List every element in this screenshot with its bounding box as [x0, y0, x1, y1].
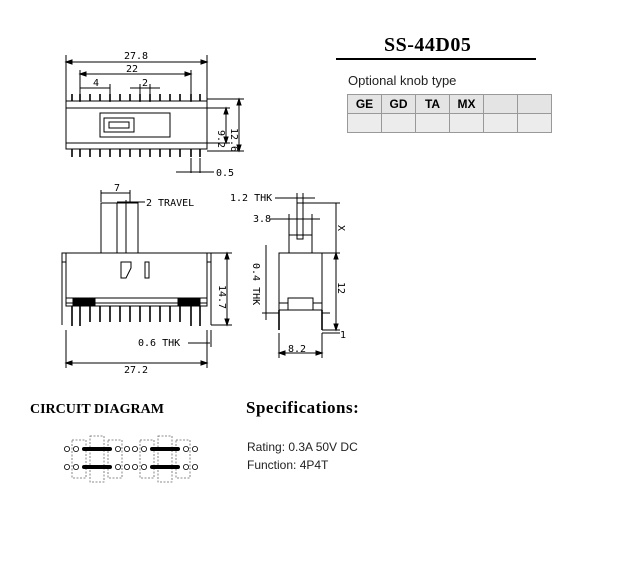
dim-0-6-thk: 0.6 THK — [138, 338, 180, 349]
knob-blank-cell — [483, 113, 518, 133]
front-view — [61, 190, 232, 368]
dim-8-2: 8.2 — [288, 344, 306, 355]
knob-type-cell: MX — [449, 94, 484, 114]
knob-type-cell: GE — [347, 94, 382, 114]
specifications-title: Specifications: — [246, 398, 360, 417]
knob-type-cell — [483, 94, 518, 114]
knob-type-table: GE GD TA MX — [347, 94, 552, 133]
dim-0-5: 0.5 — [216, 168, 234, 179]
dim-1: 1 — [340, 330, 346, 341]
dim-0-4-thk: 0.4 THK — [250, 263, 261, 305]
dim-1-2-thk: 1.2 THK — [230, 193, 272, 204]
part-number-title: SS-44D05 — [384, 34, 472, 56]
dim-27-8: 27.8 — [124, 51, 148, 62]
dim-travel: 2 TRAVEL — [146, 198, 194, 209]
optional-knob-label: Optional knob type — [348, 73, 457, 88]
knob-type-cell: TA — [415, 94, 450, 114]
side-view — [262, 193, 340, 358]
dim-4: 4 — [93, 78, 99, 89]
circuit-diagram — [64, 435, 198, 483]
knob-blank-cell — [517, 113, 552, 133]
circuit-diagram-title: CIRCUIT DIAGRAM — [30, 402, 164, 417]
dim-2: 2 — [142, 78, 148, 89]
top-view — [64, 55, 244, 173]
title-underline — [336, 58, 536, 60]
dim-x: X — [335, 225, 346, 231]
knob-blank-cell — [449, 113, 484, 133]
dim-22: 22 — [126, 64, 138, 75]
dim-12: 12 — [335, 282, 346, 294]
dim-12-6: 12.6 — [228, 128, 239, 152]
spec-rating: Rating: 0.3A 50V DC — [247, 440, 358, 454]
dim-27-2: 27.2 — [124, 365, 148, 376]
dim-9-2: 9.2 — [215, 130, 226, 148]
spec-function: Function: 4P4T — [247, 458, 329, 472]
dim-3-8: 3.8 — [253, 214, 271, 225]
dim-7: 7 — [114, 183, 120, 194]
knob-type-cell — [517, 94, 552, 114]
knob-blank-cell — [415, 113, 450, 133]
knob-blank-cell — [347, 113, 382, 133]
knob-blank-cell — [381, 113, 416, 133]
dim-14-7: 14.7 — [216, 285, 227, 309]
